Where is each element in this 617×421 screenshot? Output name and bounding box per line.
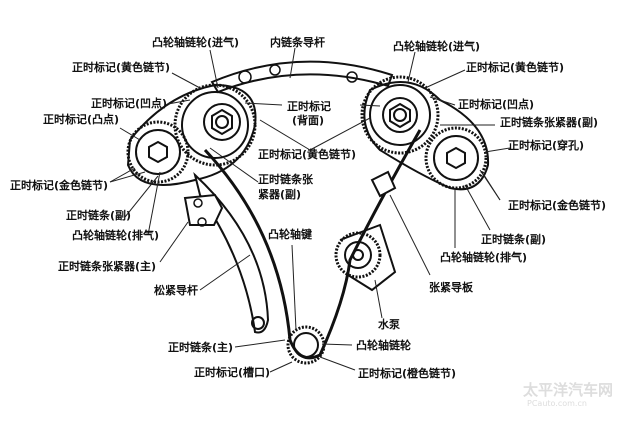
label-mark-notch: 正时标记(槽口) xyxy=(194,366,271,379)
label-camshaft-sprocket-intake-right: 凸轮轴链轮(进气) xyxy=(393,40,481,53)
label-tensioner-sub-right: 正时链条张紧器(副) xyxy=(500,116,599,129)
label-crank-sprocket: 凸轮轴链轮 xyxy=(356,339,411,352)
label-camshaft-key: 凸轮轴键 xyxy=(268,228,312,241)
leader-lines xyxy=(109,47,511,373)
watermark-url: PCauto.com.cn xyxy=(527,399,587,408)
inner-chain-guide xyxy=(210,60,394,94)
watermark-logo-text: 太平洋汽车网 xyxy=(523,381,614,399)
label-slack-guide: 松紧导杆 xyxy=(154,284,198,297)
right-intake-sprocket xyxy=(360,75,440,155)
label-camshaft-sprocket-intake-left: 凸轮轴链轮(进气) xyxy=(152,36,240,49)
label-camshaft-sprocket-exhaust-left: 凸轮轴链轮(排气) xyxy=(72,229,160,242)
label-water-pump: 水泵 xyxy=(378,318,400,331)
label-mark-recess-right: 正时标记(凹点) xyxy=(458,98,535,111)
label-tensioner-main: 正时链条张紧器(主) xyxy=(58,260,157,273)
label-inner-chain-guide: 内链条导杆 xyxy=(270,36,325,49)
label-mark-hole-right: 正时标记(穿孔) xyxy=(508,139,585,152)
label-tensioner-sub-center-line1: 正时链条张 xyxy=(258,173,313,186)
right-exhaust-sprocket xyxy=(424,126,488,190)
label-mark-yellow-link-center: 正时标记(黄色链节) xyxy=(258,148,357,161)
label-chain-main: 正时链条(主) xyxy=(168,341,234,354)
crank-sprocket xyxy=(286,325,326,365)
label-mark-gold-link-right: 正时标记(金色链节) xyxy=(508,199,607,212)
label-mark-yellow-link-right: 正时标记(黄色链节) xyxy=(466,61,565,74)
label-chain-sub-right: 正时链条(副) xyxy=(481,233,547,246)
label-tensioner-sub-center-line2: 紧器(副) xyxy=(258,188,302,201)
label-camshaft-sprocket-exhaust-right: 凸轮轴链轮(排气) xyxy=(440,251,528,264)
tension-guide-plate xyxy=(370,170,397,198)
label-mark-back-line1: 正时标记 xyxy=(287,100,331,113)
label-mark-gold-link-left: 正时标记(金色链节) xyxy=(10,179,109,192)
label-mark-yellow-link-left: 正时标记(黄色链节) xyxy=(72,61,171,74)
label-chain-sub-left: 正时链条(副) xyxy=(66,209,132,222)
main-tensioner-body xyxy=(183,193,224,226)
label-tension-guide-plate: 张紧导板 xyxy=(429,281,473,294)
label-mark-back-line2: (背面) xyxy=(292,114,325,127)
right-secondary-chain xyxy=(363,81,490,191)
water-pump-sprocket xyxy=(334,223,397,292)
label-mark-bump-left: 正时标记(凸点) xyxy=(43,113,120,126)
left-secondary-chain xyxy=(126,83,257,186)
label-mark-recess-left: 正时标记(凹点) xyxy=(91,97,168,110)
label-mark-orange-link: 正时标记(橙色链节) xyxy=(358,367,457,380)
